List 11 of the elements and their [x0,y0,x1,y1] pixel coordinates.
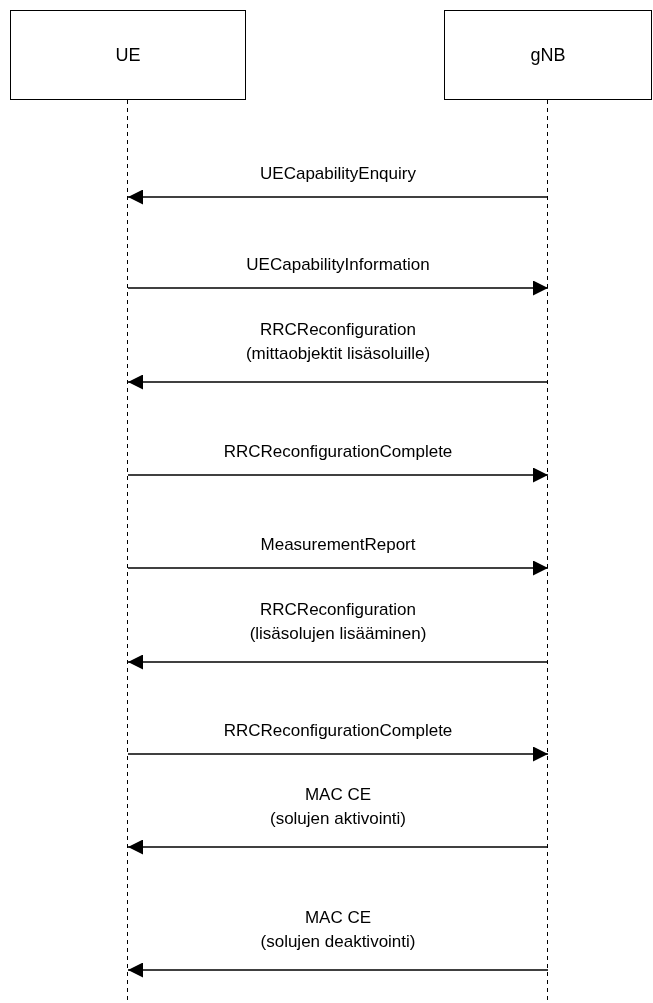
participant-name: gNB [530,44,566,66]
message-arrow [127,189,549,205]
message-arrow [127,654,549,670]
message-arrow [127,746,549,762]
message-arrow [127,280,549,296]
message-arrow [127,839,549,855]
message-arrow [127,560,549,576]
message-arrow [127,467,549,483]
message-arrow [127,962,549,978]
participant-name: UE [115,44,141,66]
message-arrow [127,374,549,390]
